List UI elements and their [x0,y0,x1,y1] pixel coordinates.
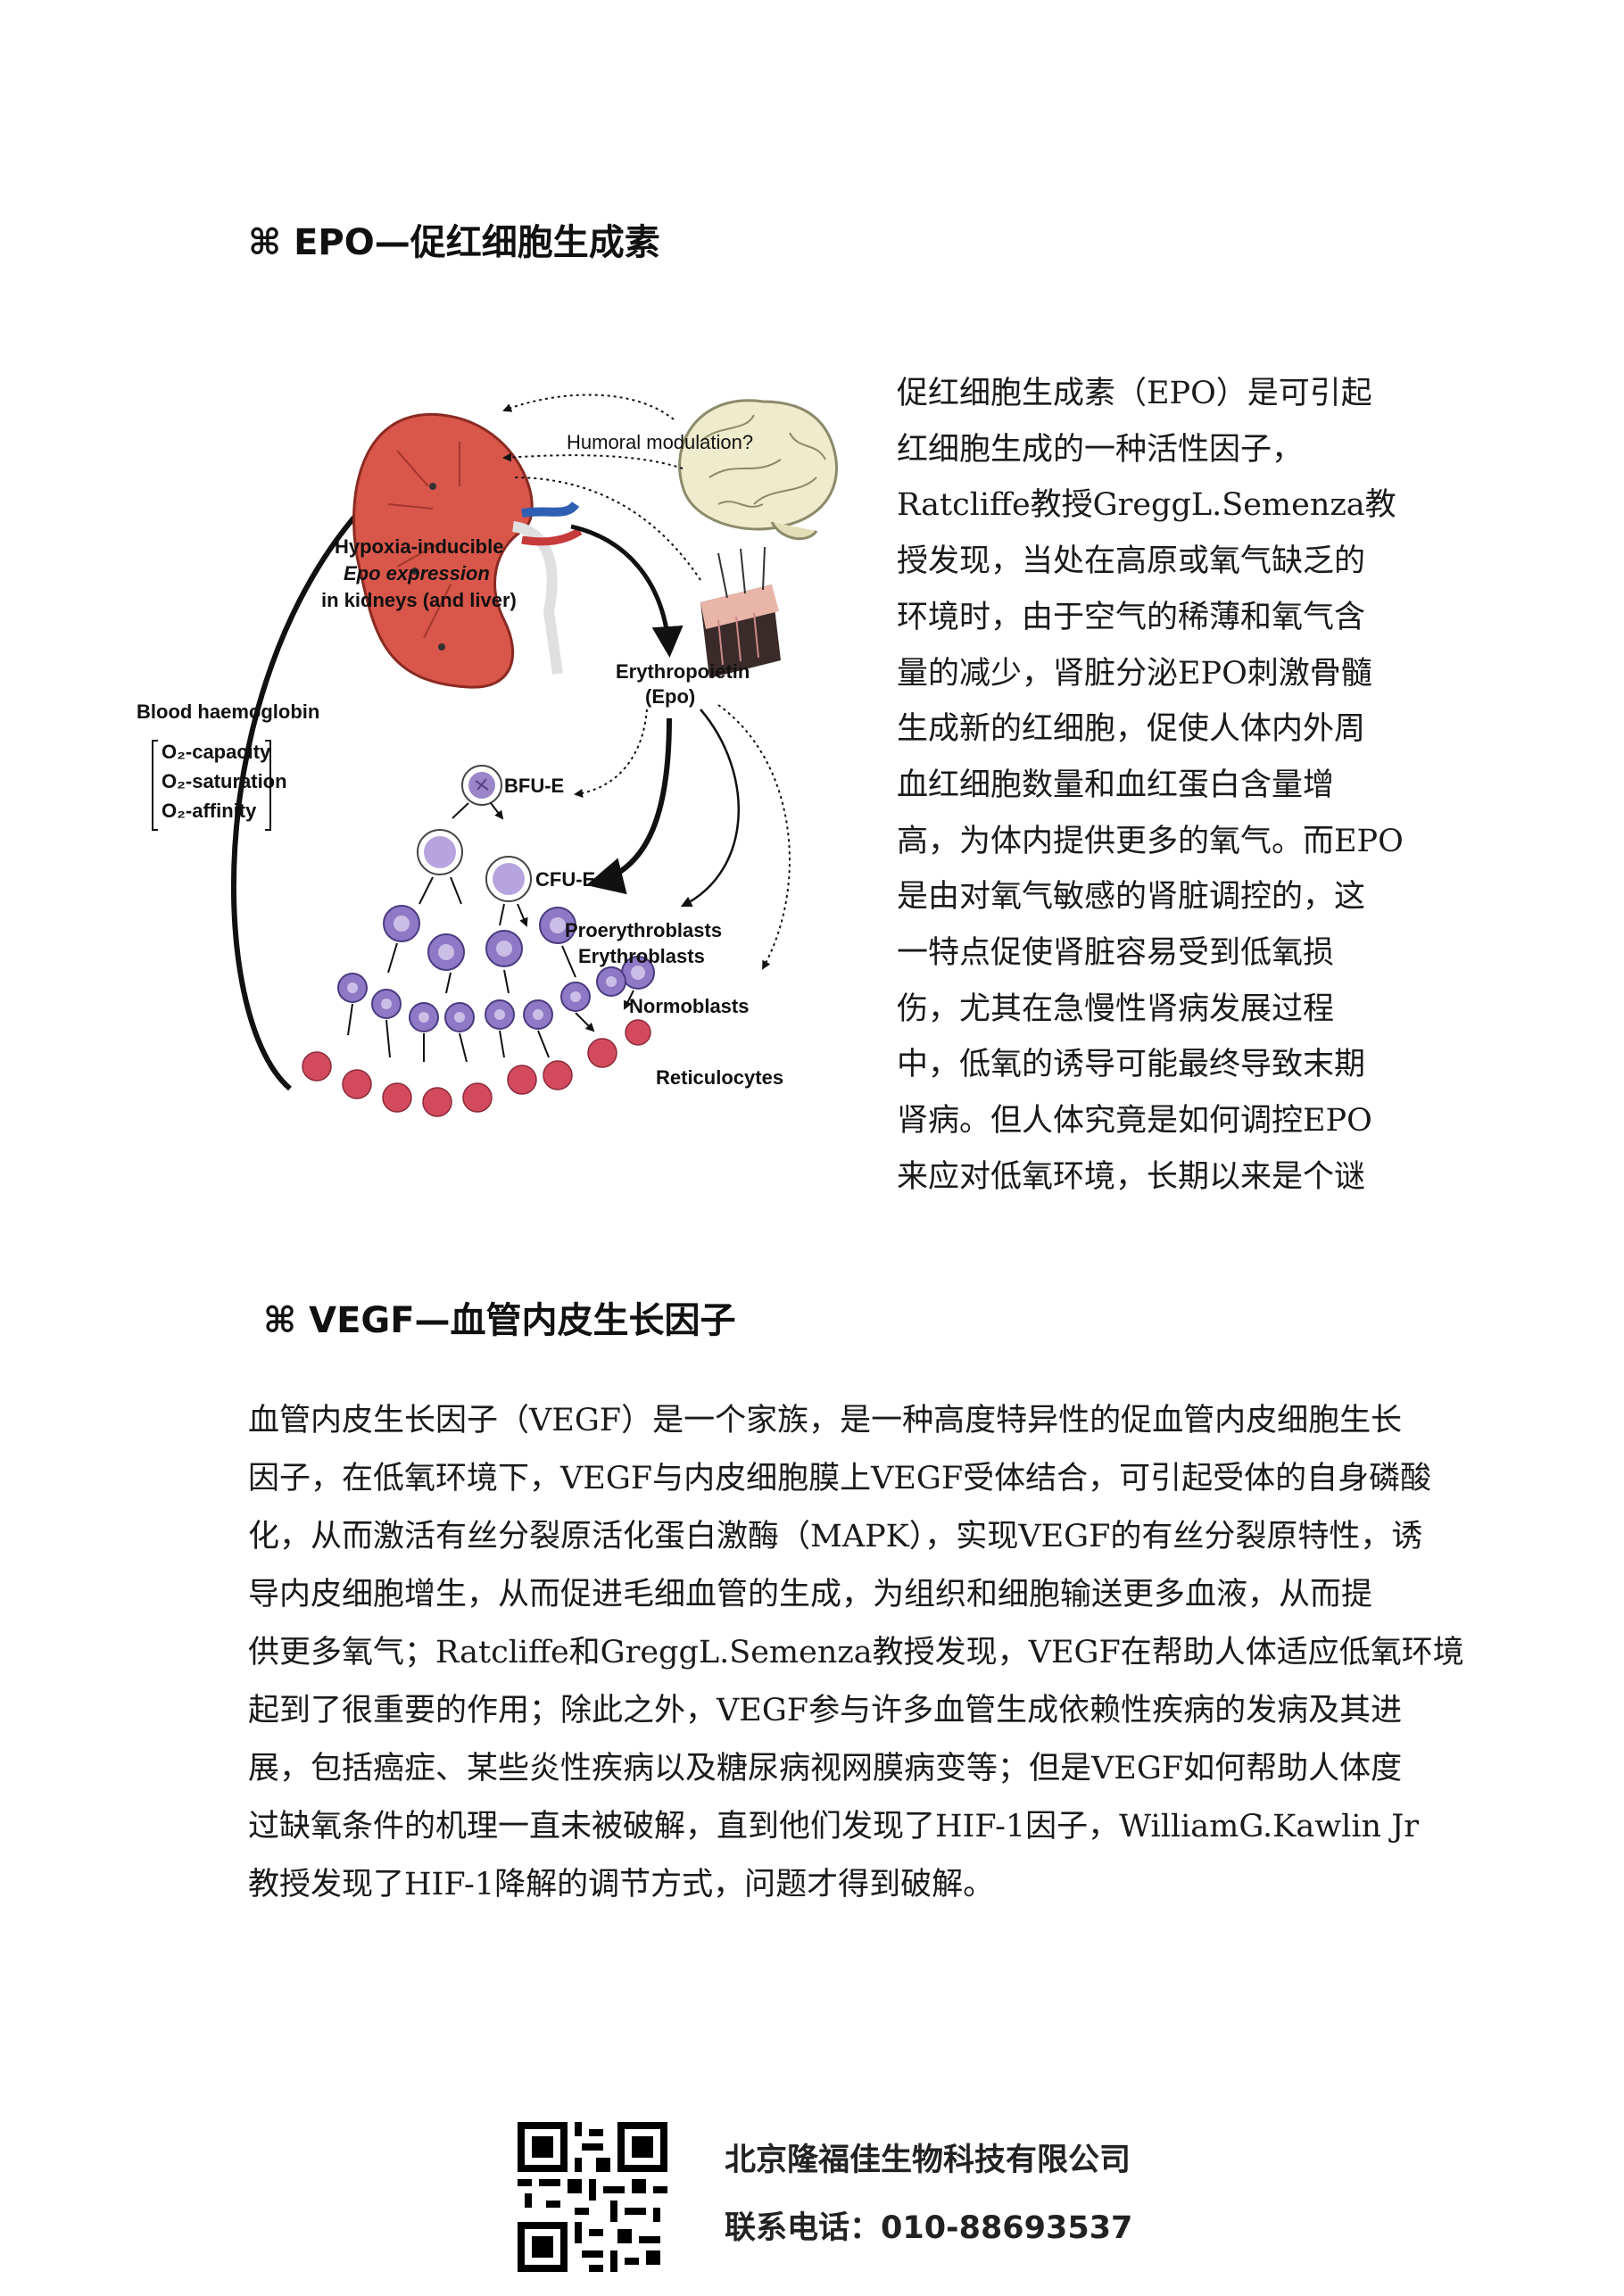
label-humoral: Humoral modulation? [567,431,753,453]
label-o2-capacity: O₂-capacity [162,741,271,763]
label-hypoxia-1: Hypoxia-inducible [335,535,503,558]
vegf-paragraph: 血管内皮生长因子（VEGF）是一个家族，是一种高度特异性的促血管内皮细胞生长 因… [248,1392,1464,1914]
vegf-title-text: VEGF—血管内皮生长因子 [309,1300,736,1341]
epo-line: 来应对低氧环境，长期以来是个谜 [897,1158,1366,1195]
epo-paragraph: 促红细胞生成素（EPO）是可引起 红细胞生成的一种活性因子， Ratcliffe… [897,366,1404,1206]
epo-line: 肾病。但人体究竟是如何调控EPO [897,1103,1372,1140]
vegf-line: 化，从而激活有丝分裂原活化蛋白激酶（MAPK），实现VEGF的有丝分裂原特性，诱 [248,1519,1423,1554]
label-hypoxia-3: in kidneys (and liver) [321,589,517,611]
vegf-line: 过缺氧条件的机理一直未被破解，直到他们发现了HIF-1因子，WilliamG.K… [248,1809,1419,1844]
epo-line: 是由对氧气敏感的肾脏调控的，这 [897,879,1366,916]
label-ery: Erythroblasts [578,945,705,967]
epo-line: 环境时，由于空气的稀薄和氧气含 [897,599,1366,635]
humoral-arrow-top [502,394,675,420]
vegf-line: 导内皮细胞增生，从而促进毛细血管的生成，为组织和细胞输送更多血液，从而提 [248,1577,1373,1612]
label-normo: Normoblasts [629,995,749,1017]
vegf-line: 起到了很重要的作用；除此之外，VEGF参与许多血管生成依赖性疾病的发病及其进 [248,1693,1403,1728]
brain-illustration [678,399,838,541]
epo-line: 授发现，当处在高原或氧气缺乏的 [897,543,1366,580]
epo-line: Ratcliffe教授GreggL.Semenza教 [897,487,1396,524]
blood-bracket-left [152,740,158,831]
epo-erythropoiesis-diagram: Humoral modulation? Hypoxia-inducible Ep… [137,394,838,1117]
kidney-illustration [352,413,583,689]
label-proery: Proerythroblasts [565,919,722,941]
vegf-line: 教授发现了HIF-1降解的调节方式，问题才得到破解。 [248,1867,995,1902]
label-epo-1: Erythropoietin [616,660,750,683]
vegf-line: 展，包括癌症、某些炎性疾病以及糖尿病视网膜病变等；但是VEGF如何帮助人体度 [248,1751,1403,1786]
humoral-arrow-skin [512,477,701,581]
epo-line: 量的减少，肾脏分泌EPO刺激骨髓 [897,655,1372,692]
vegf-line: 血管内皮生长因子（VEGF）是一个家族，是一种高度特异性的促血管内皮细胞生长 [248,1403,1403,1438]
epo-line: 生成新的红细胞，促使人体内外周 [897,711,1366,748]
label-hypoxia-2: Epo expression [344,562,490,584]
label-cfu: CFU-E [535,868,595,891]
epo-to-bfu-arrow [574,709,648,798]
epo-to-proery-arrow [680,709,740,908]
epo-line: 红细胞生成的一种活性因子， [897,431,1304,468]
vegf-line: 供更多氧气；Ratcliffe和GreggL.Semenza教授发现，VEGF在… [248,1635,1464,1670]
label-epo-2: (Epo) [645,685,695,708]
epo-title-text: EPO—促红细胞生成素 [294,222,660,263]
kidney-to-epo-arrow [570,524,684,658]
blood-bracket-right [265,740,271,831]
epo-line: 血红细胞数量和血红蛋白含量增 [897,767,1335,803]
vegf-section-title: ⌘ VEGF—血管内皮生长因子 [263,1303,736,1339]
feedback-loop-arrow [230,454,421,1091]
label-o2-affinity: O₂-affinity [162,800,257,822]
humoral-arrow-mid [502,452,684,469]
command-icon: ⌘ [263,1300,297,1341]
epo-line: 促红细胞生成素（EPO）是可引起 [897,376,1372,411]
qr-code-icon [518,2122,667,2272]
epo-to-cfu-arrow [585,717,672,895]
epo-section-title: ⌘ EPO—促红细胞生成素 [248,225,660,261]
label-retic: Reticulocytes [656,1066,783,1089]
epo-to-normo-arrow [717,704,791,970]
epo-line: 高，为体内提供更多的氧气。而EPO [897,823,1404,859]
company-phone: 联系电话：010-88693537 [725,2210,1133,2246]
label-blood-title: Blood haemoglobin [137,700,319,723]
epo-line: 一特点促使肾脏容易受到低氧损 [897,935,1335,972]
label-bfu: BFU-E [504,775,564,797]
label-o2-saturation: O₂-saturation [162,770,287,792]
vegf-line: 因子，在低氧环境下，VEGF与内皮细胞膜上VEGF受体结合，可引起受体的自身磷酸 [248,1461,1432,1496]
epo-line: 中，低氧的诱导可能最终导致末期 [897,1047,1366,1083]
command-icon: ⌘ [248,222,282,263]
company-name: 北京隆福佳生物科技有限公司 [725,2143,1131,2178]
epo-line: 伤，尤其在急慢性肾病发展过程 [897,991,1335,1027]
skin-tissue-illustration [700,546,781,678]
